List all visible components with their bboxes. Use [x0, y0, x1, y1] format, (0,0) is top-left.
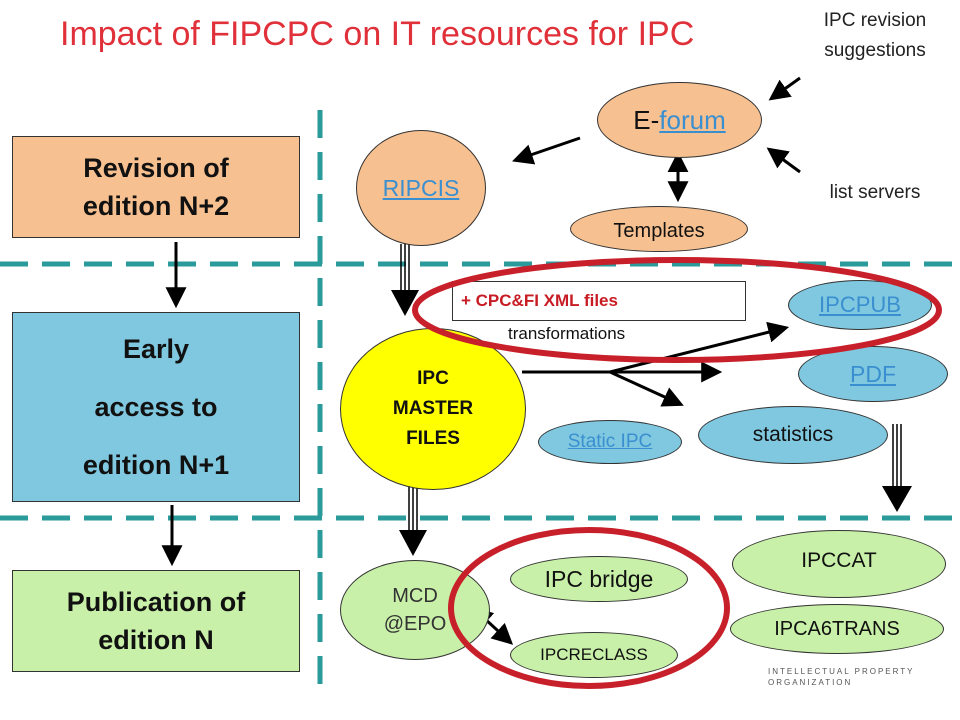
highlight-cpc-xml [412, 257, 942, 363]
arrow-mcd-ipcreclass [471, 606, 514, 645]
ipc-master-files-node: IPC MASTER FILES [340, 328, 526, 490]
arrow-suggestions-to-eforum [768, 76, 801, 101]
ipcreclass-node: IPCRECLASS [510, 632, 678, 678]
transformations-label: transformations [508, 324, 626, 343]
ipc-bridge-node: IPC bridge [510, 556, 688, 602]
cpc-xml-box: + CPC&FI XML files [452, 281, 746, 321]
statistics-node: statistics [698, 406, 888, 464]
ripcis-link[interactable]: RIPCIS [382, 174, 460, 201]
ripcis-node: RIPCIS [356, 130, 486, 246]
early-label-line1: Early [122, 334, 190, 364]
publication-label: Publication of edition N [66, 587, 246, 655]
arrow-ripcis-to-master [391, 290, 419, 316]
arrow-master-to-mcd [399, 530, 427, 556]
arrow-to-ipcpub [609, 321, 790, 374]
early-label-line2: access to [94, 392, 218, 422]
early-label-line3: edition N+1 [82, 450, 230, 480]
revision-box: Revision of edition N+2 [12, 136, 300, 238]
eforum-node: E-forum [597, 82, 762, 158]
publication-box: Publication of edition N [12, 570, 300, 672]
revision-label: Revision of edition N+2 [82, 153, 230, 221]
static-ipc-link[interactable]: Static IPC [567, 431, 653, 452]
list-servers-note: list servers [829, 182, 921, 203]
organization-logo: INTELLECTUAL PROPERTY ORGANIZATION [768, 667, 915, 687]
ipc-revision-suggestions-note: IPC revision suggestions [823, 10, 927, 61]
templates-node: Templates [570, 206, 748, 252]
ipccat-node: IPCCAT [732, 530, 946, 598]
arrow-listservers-to-eforum [766, 147, 801, 174]
ipca6trans-node: IPCA6TRANS [730, 604, 944, 654]
highlight-ipc-bridge [448, 527, 730, 689]
pdf-link[interactable]: PDF [850, 360, 896, 387]
arrow-statistics-to-ipccat [882, 486, 912, 512]
page-title: Impact of FIPCPC on IT resources for IPC [60, 15, 695, 53]
pdf-node: PDF [798, 346, 948, 402]
arrow-to-statistics [609, 370, 684, 407]
arrow-eforum-to-ripcis [512, 136, 581, 165]
eforum-link[interactable]: forum [659, 104, 726, 135]
ipcpub-link[interactable]: IPCPUB [819, 292, 901, 317]
static-ipc-node: Static IPC [538, 420, 682, 464]
early-access-box: Early access to edition N+1 [12, 312, 300, 502]
